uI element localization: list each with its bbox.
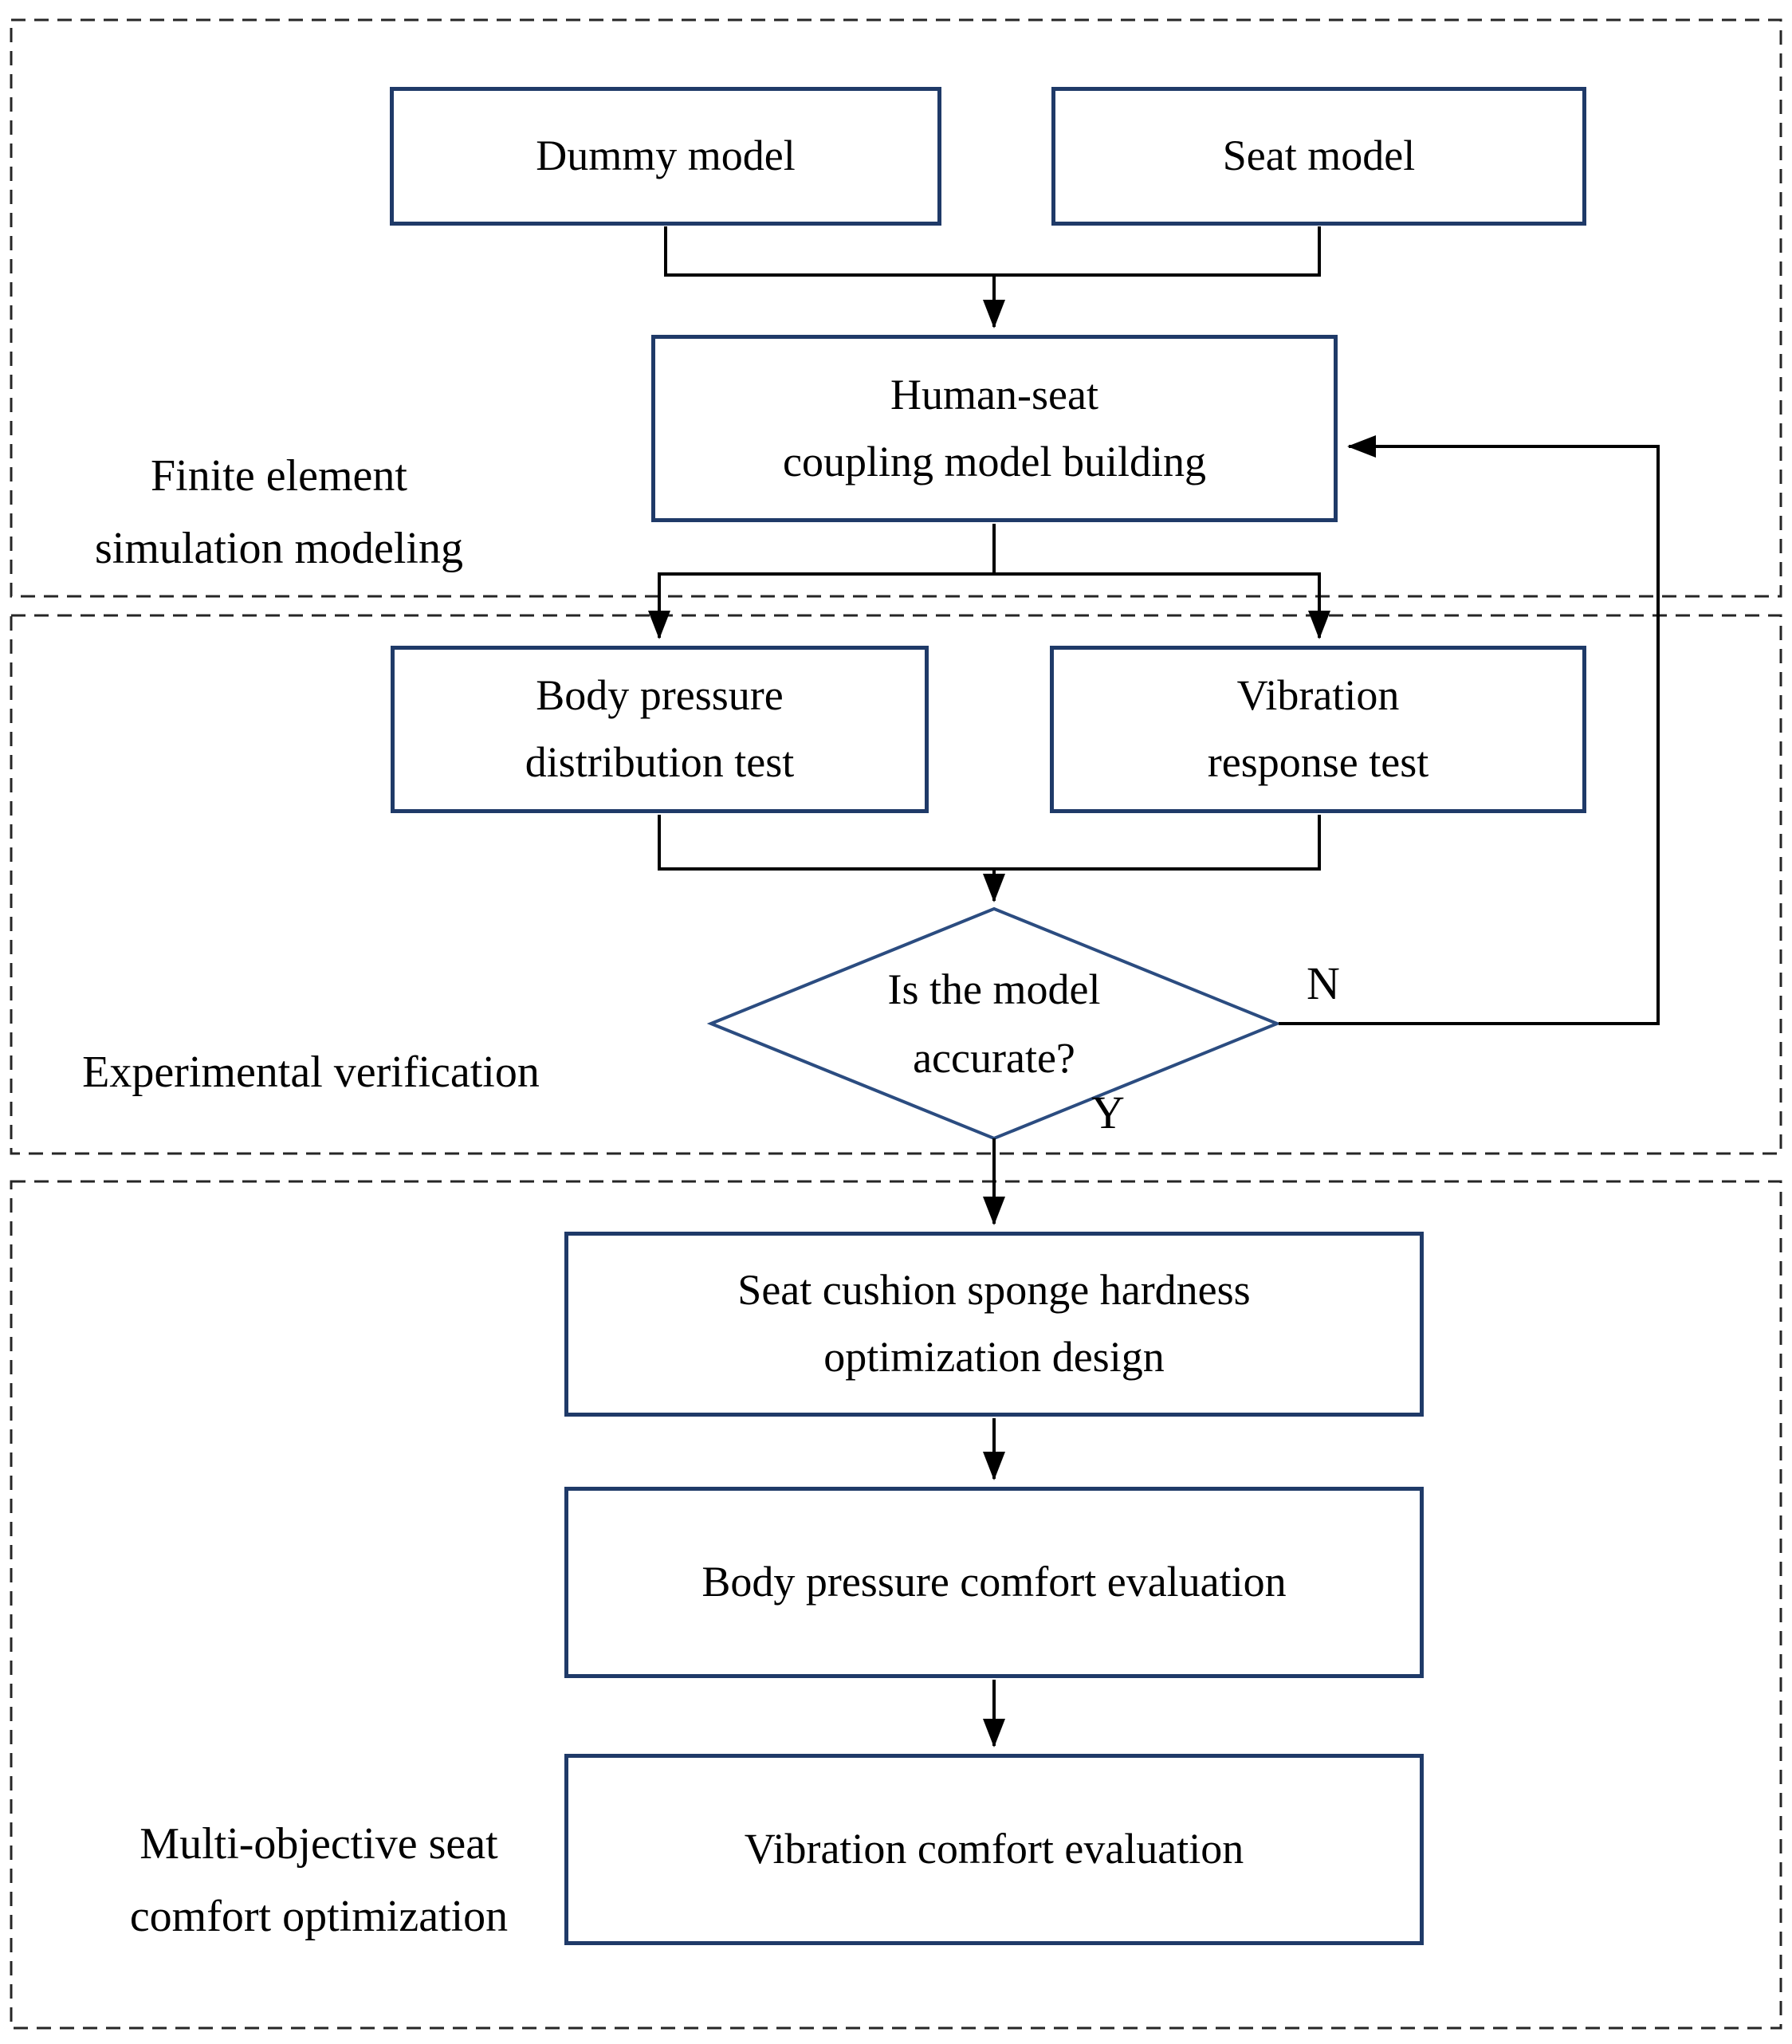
node-cushion-optimization-line2: optimization design <box>823 1333 1165 1381</box>
node-pressure-evaluation-label: Body pressure comfort evaluation <box>701 1558 1287 1606</box>
branch-label-yes: Y <box>1091 1087 1125 1138</box>
connector-models-merge <box>664 226 1321 277</box>
section-label-multi-objective-line2: comfort optimization <box>129 1891 509 1941</box>
section-label-experimental: Experimental verification <box>32 1036 590 1109</box>
section-frame-multi-objective <box>10 1180 1782 2030</box>
node-decision: Is the model accurate? <box>711 955 1277 1092</box>
node-decision-line1: Is the model <box>887 965 1101 1013</box>
section-label-multi-objective-line1: Multi-objective seat <box>140 1819 498 1869</box>
branch-label-no: N <box>1307 957 1340 1009</box>
node-seat-model: Seat model <box>1051 87 1586 226</box>
node-pressure-test: Body pressure distribution test <box>391 646 929 813</box>
section-label-finite-element: Finite element simulation modeling <box>32 440 526 584</box>
node-pressure-test-line1: Body pressure <box>536 671 784 720</box>
node-seat-model-label: Seat model <box>1222 132 1416 180</box>
connector-tests-merge <box>658 815 1321 871</box>
section-frame-experimental-verification <box>10 614 1782 1155</box>
node-vibration-evaluation-label: Vibration comfort evaluation <box>744 1825 1244 1873</box>
node-vibration-evaluation: Vibration comfort evaluation <box>564 1754 1424 1945</box>
section-label-experimental-line1: Experimental verification <box>82 1048 540 1097</box>
node-dummy-model: Dummy model <box>390 87 941 226</box>
node-coupling-model: Human-seat coupling model building <box>651 335 1338 522</box>
connector-coupling-split <box>658 524 1321 576</box>
node-decision-line2: accurate? <box>913 1034 1075 1082</box>
node-cushion-optimization: Seat cushion sponge hardness optimizatio… <box>564 1232 1424 1417</box>
section-label-multi-objective: Multi-objective seat comfort optimizatio… <box>48 1808 590 1952</box>
node-dummy-model-label: Dummy model <box>536 132 796 180</box>
node-cushion-optimization-line1: Seat cushion sponge hardness <box>737 1266 1251 1315</box>
node-pressure-evaluation: Body pressure comfort evaluation <box>564 1487 1424 1678</box>
section-frame-finite-element <box>10 18 1782 598</box>
node-coupling-line2: coupling model building <box>783 437 1206 485</box>
node-coupling-line1: Human-seat <box>890 370 1098 419</box>
node-vibration-test-line1: Vibration <box>1236 671 1400 720</box>
node-vibration-test-line2: response test <box>1207 738 1429 786</box>
node-vibration-test: Vibration response test <box>1050 646 1586 813</box>
section-label-finite-element-line2: simulation modeling <box>95 523 463 573</box>
section-label-finite-element-line1: Finite element <box>151 451 407 501</box>
node-pressure-test-line2: distribution test <box>525 738 795 786</box>
arrow-feedback-no <box>1279 435 1660 1025</box>
